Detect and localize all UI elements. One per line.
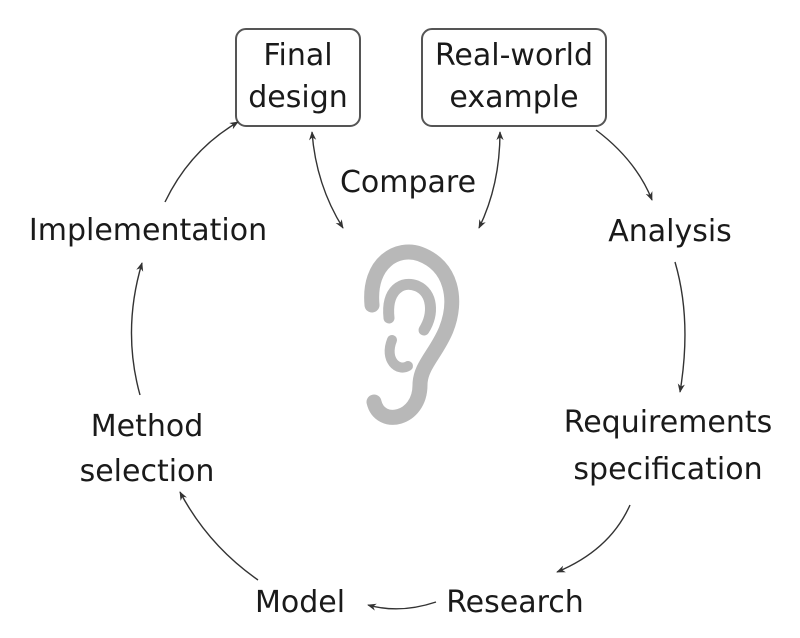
requirements-label-line1: Requirements [564, 405, 773, 440]
method-selection-label-line2: selection [80, 454, 215, 489]
arrow-analysis-to-requirements [674, 261, 686, 393]
arrow-compare-final-design [309, 131, 344, 229]
final-design-box [235, 28, 361, 127]
method-selection-label-line1: Method [91, 409, 204, 444]
real-world-example-box [421, 28, 607, 127]
model-label: Model [255, 585, 345, 620]
real-world-example-label-line1: Real-world [435, 38, 593, 73]
arrow-requirements-to-research [556, 504, 631, 573]
analysis-label: Analysis [608, 214, 732, 249]
ear-icon [364, 244, 460, 425]
requirements-label-line2: specification [573, 452, 762, 487]
real-world-example-label-line2: example [449, 80, 578, 115]
final-design-label-line1: Final [263, 38, 332, 73]
implementation-label: Implementation [29, 213, 267, 248]
final-design-label-line2: design [248, 80, 348, 115]
arrow-research-to-model [367, 601, 437, 611]
arrow-implementation-to-final [164, 121, 239, 203]
arrow-method-to-implementation [130, 262, 144, 396]
arrow-example-to-analysis [595, 129, 653, 201]
arrow-model-to-method [179, 491, 259, 581]
compare-label: Compare [340, 165, 476, 200]
research-label: Research [446, 585, 584, 620]
arrow-compare-real-world [478, 131, 504, 229]
